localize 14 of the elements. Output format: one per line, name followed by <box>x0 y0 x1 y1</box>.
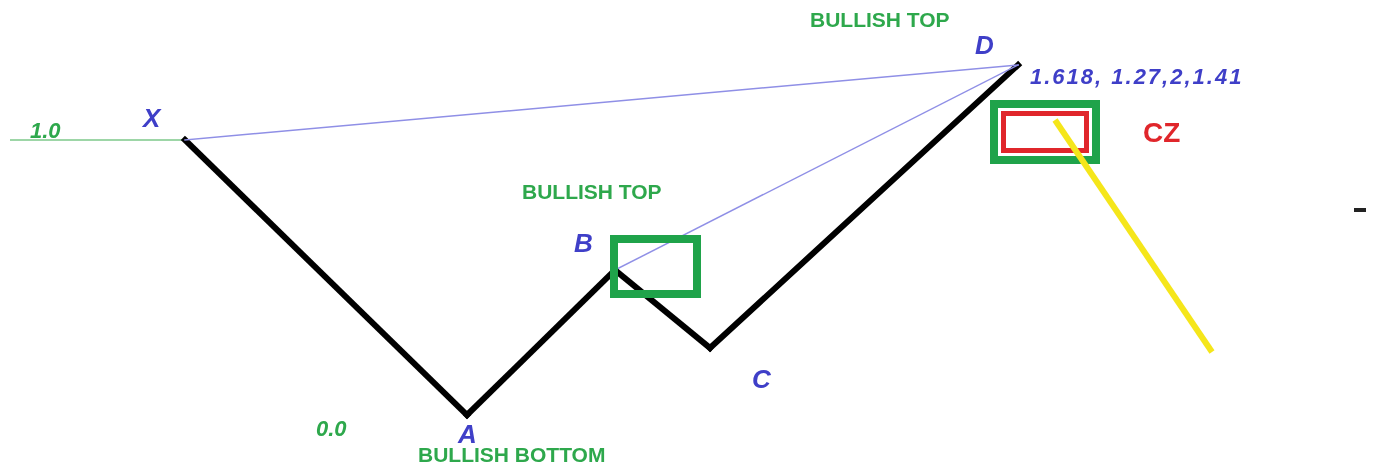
completion-zone-box <box>990 100 1100 164</box>
point-label: X <box>143 105 161 131</box>
pattern-leg <box>182 137 470 418</box>
zone-label: CZ <box>1143 120 1181 146</box>
pattern-leg <box>707 62 1021 351</box>
level-label: 1.0 <box>30 118 61 144</box>
pattern-note: BULLISH TOP <box>810 8 950 32</box>
point-label: D <box>975 32 994 58</box>
ratio-label: 1.618, 1.27,2,1.41 <box>1030 64 1244 90</box>
connector-line <box>184 64 1019 141</box>
point-label: B <box>574 230 593 256</box>
pattern-note: BULLISH TOP <box>522 180 662 204</box>
level-label: 0.0 <box>316 416 347 442</box>
point-label: C <box>752 366 771 392</box>
